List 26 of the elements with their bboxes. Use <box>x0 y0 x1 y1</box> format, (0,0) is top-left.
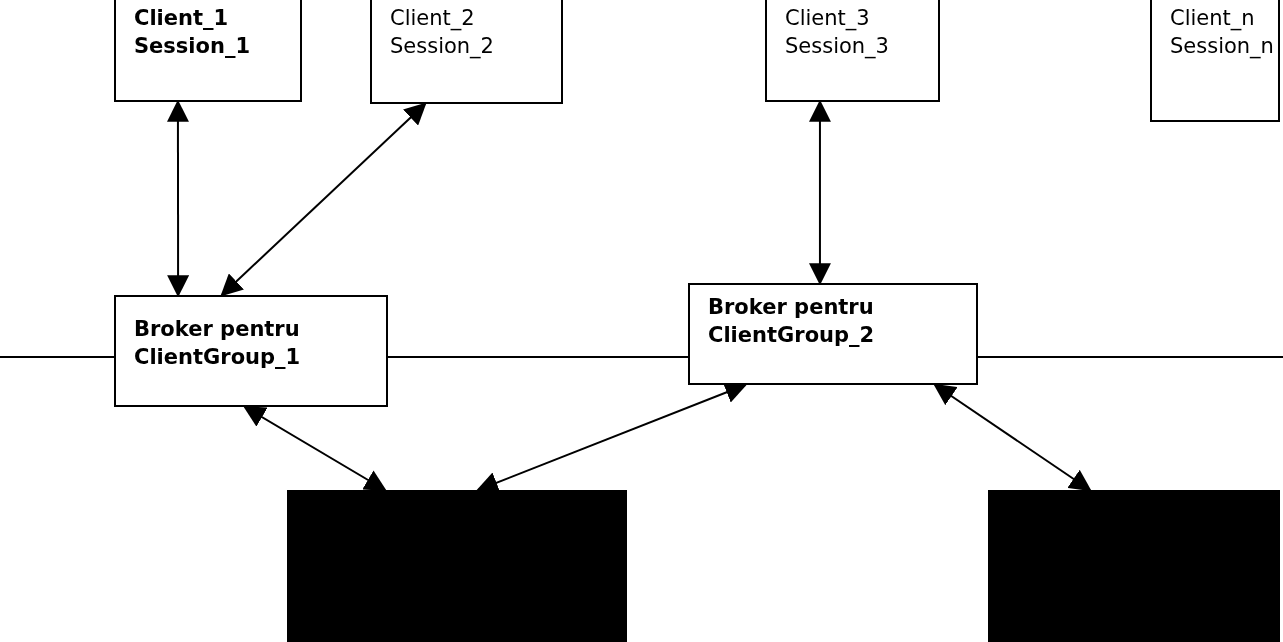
broker-box <box>688 283 978 385</box>
connector-line <box>977 355 1283 358</box>
connector-line <box>0 356 115 359</box>
node-subtitle: Session_1 <box>134 33 252 60</box>
broker-box <box>114 295 388 407</box>
node-subtitle: Session_2 <box>390 33 495 60</box>
node-title: Broker pentru <box>134 316 301 343</box>
node-title: Broker pentru <box>708 294 875 321</box>
client-box <box>1150 0 1280 122</box>
double-arrow <box>243 405 387 492</box>
client-box <box>765 0 940 102</box>
client-box <box>370 0 563 104</box>
node-title: Client_3 <box>785 5 871 32</box>
connector-line <box>387 355 689 359</box>
node-subtitle: Session_3 <box>785 33 890 60</box>
client-box <box>114 0 302 102</box>
filled-box <box>988 490 1280 642</box>
node-subtitle: ClientGroup_1 <box>134 344 302 371</box>
node-title: Client_2 <box>390 5 476 32</box>
node-title: Client_1 <box>134 5 230 32</box>
node-subtitle: Session_n <box>1170 33 1275 60</box>
double-arrow <box>933 383 1092 492</box>
filled-box <box>287 490 627 642</box>
node-subtitle: ClientGroup_2 <box>708 322 876 349</box>
node-title: Client_n <box>1170 5 1256 32</box>
double-arrow <box>220 102 427 297</box>
